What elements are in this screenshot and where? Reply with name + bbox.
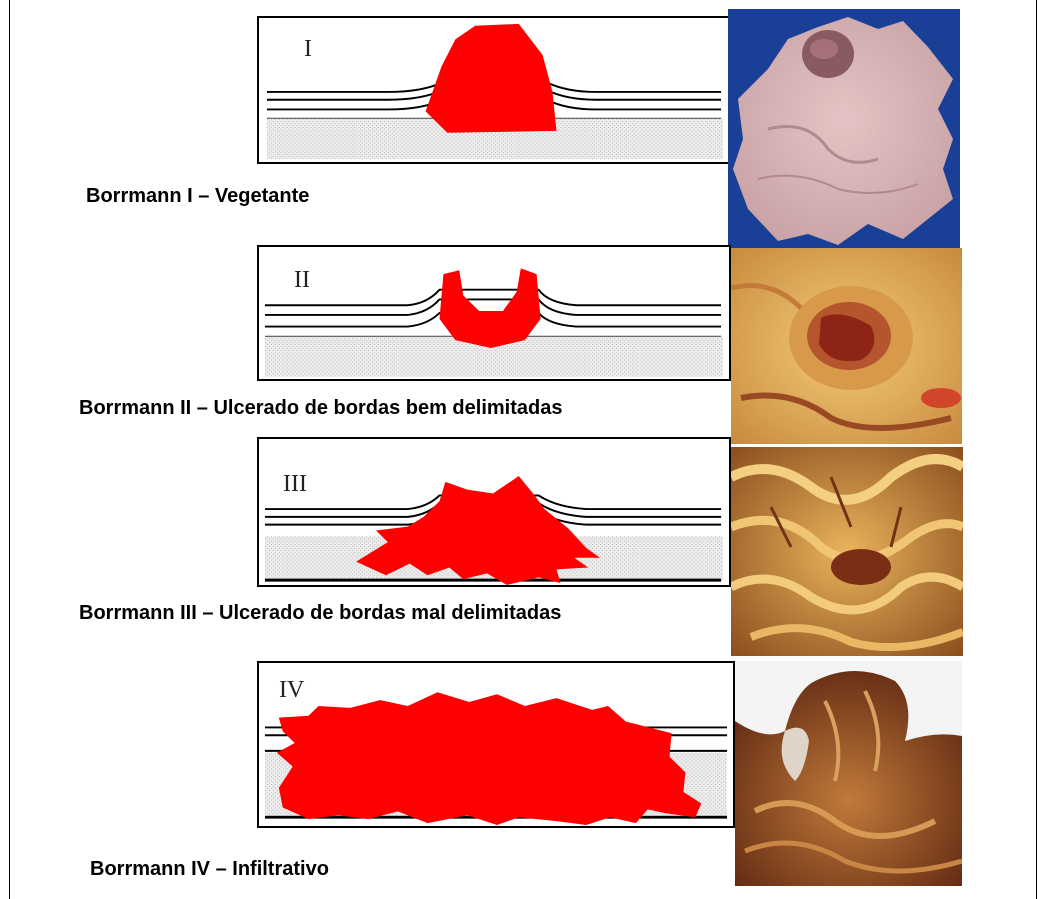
borrmann-i-diagram: I: [257, 16, 731, 164]
left-border-line: [9, 0, 10, 899]
tumor-mass-vegetating: [426, 24, 557, 133]
stage-numeral: III: [283, 471, 307, 498]
stage-numeral: IV: [279, 677, 304, 704]
tumor-ulcer-poorly-defined: [356, 476, 600, 585]
borrmann-i-caption: Borrmann I – Vegetante: [86, 185, 309, 208]
stomach-specimen-folds-icon: [731, 447, 963, 656]
borrmann-iv-caption: Borrmann IV – Infiltrativo: [90, 858, 329, 881]
right-border-line: [1036, 0, 1037, 899]
stage-numeral: I: [304, 36, 312, 63]
borrmann-iii-caption: Borrmann III – Ulcerado de bordas mal de…: [79, 602, 561, 625]
borrmann-iii-diagram: III: [257, 437, 731, 587]
stomach-specimen-ulcer-icon: [731, 248, 962, 444]
stomach-specimen-polypoid-icon: [728, 9, 960, 249]
tumor-infiltrative-mass: [277, 692, 701, 825]
tumor-ulcer-well-defined: [439, 268, 540, 348]
borrmann-ii-caption: Borrmann II – Ulcerado de bordas bem del…: [79, 397, 562, 420]
borrmann-ii-diagram: II: [257, 245, 731, 381]
borrmann-iv-diagram: IV: [257, 661, 735, 828]
stage-numeral: II: [294, 267, 310, 294]
stomach-specimen-infiltrative-icon: [735, 661, 962, 886]
